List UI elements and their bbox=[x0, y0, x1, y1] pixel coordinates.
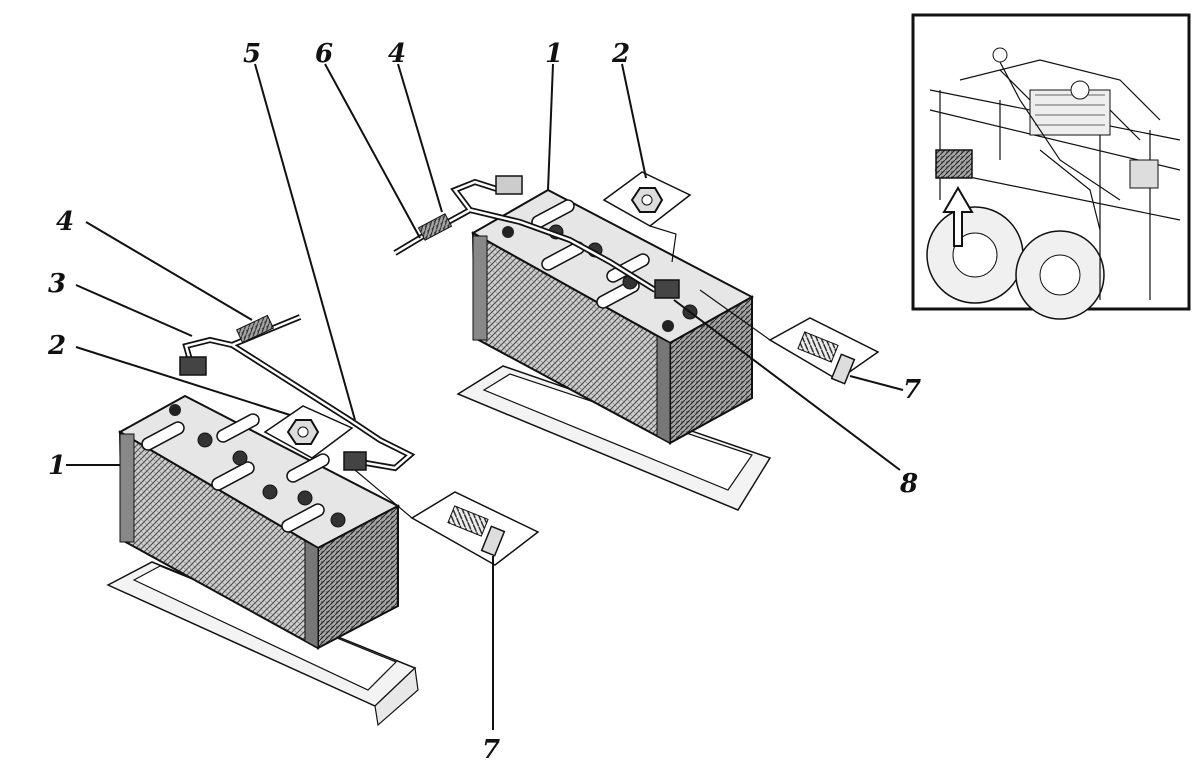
terminal-clamp-right bbox=[654, 279, 680, 299]
left-battery bbox=[117, 394, 401, 650]
left-tray bbox=[106, 561, 419, 727]
leader-2-right bbox=[621, 63, 647, 179]
left-battery-terminals bbox=[141, 404, 346, 533]
callout-labels: 5 6 4 1 2 4 3 2 1 7 8 7 bbox=[47, 39, 921, 765]
leader-4-left bbox=[85, 221, 253, 321]
callout-6: 6 bbox=[315, 39, 333, 69]
callout-1-left: 1 bbox=[48, 451, 66, 481]
cable-sleeve-left bbox=[235, 314, 275, 344]
nut-right bbox=[602, 171, 692, 263]
cable-harness bbox=[179, 175, 680, 472]
callout-5: 5 bbox=[243, 39, 261, 69]
inset-engine-block bbox=[1029, 89, 1111, 136]
right-battery-terminals bbox=[502, 199, 698, 332]
leader-2-left bbox=[75, 346, 291, 416]
cable-clamp-upper bbox=[495, 175, 523, 195]
bolt-right bbox=[699, 289, 880, 385]
callout-4-left: 4 bbox=[56, 207, 74, 237]
callout-2-right: 2 bbox=[611, 39, 630, 69]
inset-battery-box bbox=[935, 149, 973, 179]
leader-8 bbox=[673, 299, 901, 471]
leader-lines bbox=[66, 63, 904, 730]
right-tray bbox=[456, 365, 772, 511]
leader-1-right bbox=[547, 63, 554, 191]
callout-7-bottom: 7 bbox=[482, 735, 500, 765]
cable-clamp-left bbox=[179, 356, 207, 376]
callout-2-left: 2 bbox=[47, 331, 66, 361]
terminal-clamp-left bbox=[343, 451, 367, 471]
inset-vehicle-view bbox=[911, 13, 1191, 320]
nut-left bbox=[263, 405, 354, 459]
callout-8: 8 bbox=[899, 469, 918, 499]
callout-1-right: 1 bbox=[545, 39, 563, 69]
leader-3 bbox=[75, 284, 193, 337]
callout-7-right: 7 bbox=[903, 375, 921, 405]
leader-7-right bbox=[849, 375, 904, 391]
leader-4-top bbox=[397, 63, 443, 213]
inset-arrow-icon bbox=[942, 186, 974, 247]
callout-4-top: 4 bbox=[388, 39, 406, 69]
bolt-left bbox=[354, 469, 540, 566]
cable-sleeve-upper bbox=[417, 213, 453, 241]
leader-6 bbox=[324, 63, 421, 239]
callout-3: 3 bbox=[48, 269, 66, 299]
leader-5 bbox=[254, 63, 356, 421]
